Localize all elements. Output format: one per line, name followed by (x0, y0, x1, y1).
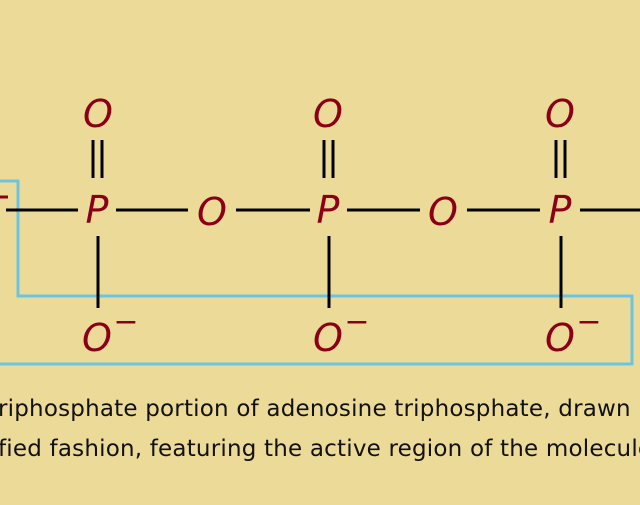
charge-1: − (113, 305, 138, 340)
bridging-oxygen-1: O (197, 190, 227, 234)
anion-oxygen-1: O (82, 316, 112, 360)
phosphorus-3: P (549, 188, 572, 232)
anion-oxygen-3: O (545, 316, 575, 360)
phosphorus-1: P (86, 188, 109, 232)
oxygen-top-3: O (545, 92, 575, 136)
oxygen-top-1: O (83, 92, 113, 136)
active-region-highlight (0, 179, 634, 366)
anion-oxygen-2: O (313, 316, 343, 360)
bonds (6, 140, 640, 308)
oxygen-top-2: O (313, 92, 343, 136)
caption-line-1: riphosphate portion of adenosine triphos… (0, 396, 631, 422)
phosphorus-2: P (317, 188, 340, 232)
caption-line-2: fied fashion, featuring the active regio… (0, 436, 640, 462)
charge-3: − (576, 305, 601, 340)
bridging-oxygen-2: O (428, 190, 458, 234)
charge-2: − (344, 305, 369, 340)
